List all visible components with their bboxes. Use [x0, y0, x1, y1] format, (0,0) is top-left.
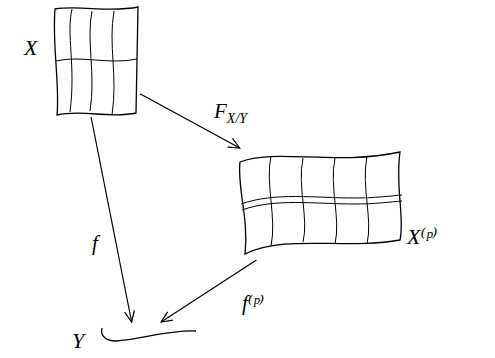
morphism-label: f: [90, 232, 100, 255]
space-label: X⁽ᵖ⁾: [407, 226, 437, 248]
surface-sketch: [20, 5, 140, 117]
morphism-label: f⁽ᵖ⁾: [240, 292, 266, 315]
space-label: Y: [72, 330, 84, 352]
morphism-label: FX/Y: [212, 100, 249, 126]
morphism-arrow: [91, 117, 132, 322]
surface-sketch: [70, 322, 200, 356]
space-node: X: [20, 5, 140, 117]
space-node: Y: [70, 322, 200, 356]
space-label: X: [24, 37, 37, 59]
space-node: X⁽ᵖ⁾: [235, 148, 450, 260]
